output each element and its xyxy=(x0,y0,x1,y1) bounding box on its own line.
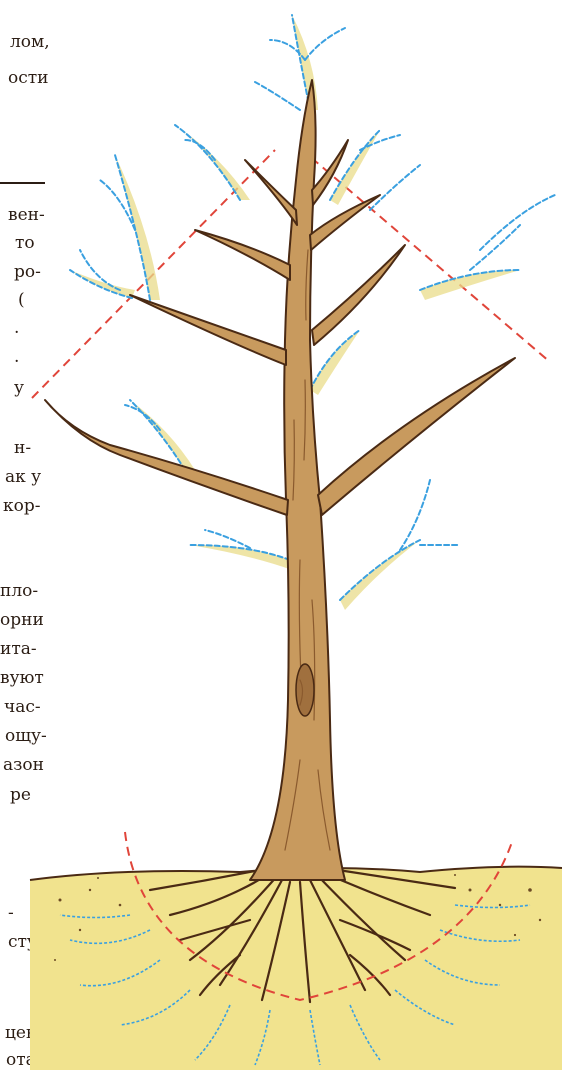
tree-trunk-and-branches xyxy=(45,80,515,880)
